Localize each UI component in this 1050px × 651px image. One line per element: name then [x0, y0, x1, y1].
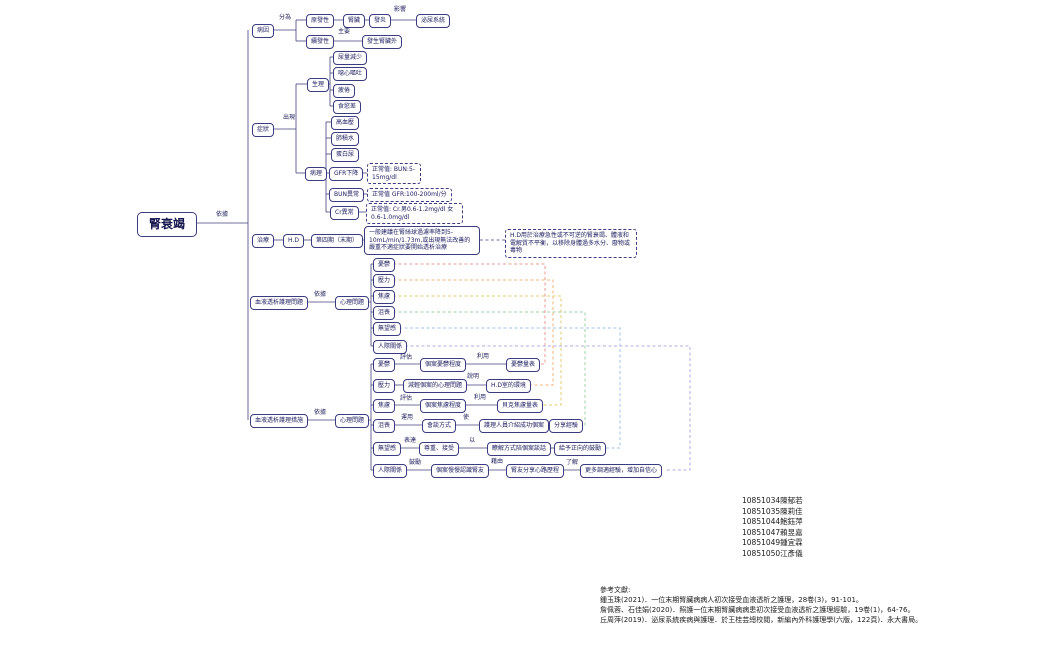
- credit-line: 10851044鮑鈺萍: [742, 517, 803, 526]
- node-respect-accept: 尊重、接受: [419, 442, 460, 456]
- credit-line: 10851047賴昱嘉: [742, 527, 803, 537]
- node-gfr-decline: GFR下降: [329, 167, 364, 181]
- node-hopelessness-problem: 無望感: [373, 322, 402, 336]
- reference-line: 鍾玉珠(2021)．一位末期腎臟病病人初次接受血液透析之護理，28卷(3)，91…: [600, 596, 863, 604]
- edge-label-basis-measures: 依據: [314, 409, 327, 416]
- edge-label-use-depression: 利用: [477, 353, 490, 360]
- node-symptoms: 症狀: [252, 123, 275, 137]
- relation-anxiety: [393, 295, 562, 406]
- edge-label-use-anxiety: 利用: [474, 394, 487, 401]
- edge-label-affects: 影響: [394, 6, 407, 13]
- edge-label-encourage: 鼓勵: [409, 459, 422, 466]
- node-hopelessness-measure: 無望感: [373, 442, 402, 456]
- note-cr-normal: 正常值: Cr.男0.6-1.2mg/dl 女0.6-1.0mg/dl: [366, 203, 463, 224]
- note-gfr-normal: 正常值 GFR:100-200ml/分: [367, 188, 452, 202]
- edge-label-assess-anxiety: 評估: [400, 395, 413, 402]
- node-assess-anxiety-level: 個案焦慮程度: [420, 399, 467, 413]
- node-urinary-system: 泌尿系統: [416, 14, 451, 28]
- node-dialysis-indication: 一般建議在腎絲球過濾率降到5-10mL/min/1.73m,或出現無法改善的嚴重…: [364, 226, 480, 255]
- edge-label-understand: 了解: [566, 459, 579, 466]
- relation-hopelessness: [399, 327, 621, 449]
- node-beck-anxiety-scale: 貝克焦慮量表: [497, 399, 544, 413]
- node-stress-measure: 壓力: [373, 379, 396, 393]
- node-understanding-talk: 瞭解方式陪個案談話: [487, 442, 552, 456]
- node-proteinuria: 蛋白尿: [331, 148, 360, 162]
- references-block: 參考文獻: 鍾玉珠(2021)．一位末期腎臟病病人初次接受血液透析之護理，28卷…: [600, 585, 922, 625]
- relation-stress: [393, 279, 554, 386]
- node-hd: H.D: [283, 234, 304, 248]
- edge-label-express: 表達: [404, 437, 417, 444]
- node-occurs-outside-kidney: 發生腎臟外: [362, 35, 403, 49]
- node-etiology: 病因: [252, 24, 275, 38]
- relation-depression: [393, 263, 546, 365]
- reference-line: 丘周萍(2019)．泌尿系統疾病與護理．於王桂芸總校閱，新編內外科護理學(六版，…: [600, 616, 923, 624]
- node-depression-measure: 憂鬱: [373, 358, 396, 372]
- node-interview-method: 會談方式: [422, 419, 457, 433]
- node-reduce-psych-problem: 減輕個案的心理問題: [403, 379, 468, 393]
- node-positive-encouragement: 給予正向的鼓勵: [554, 442, 607, 456]
- node-depression-scale: 憂鬱量表: [506, 358, 541, 372]
- edge-label-make: 使: [463, 414, 470, 421]
- node-nausea-vomiting: 噁心嘔吐: [333, 67, 368, 81]
- node-relationships-measure: 人際關係: [373, 464, 408, 478]
- node-stage-four: 第四期（末期）: [311, 234, 364, 248]
- edge-label-divided-into: 分為: [279, 14, 292, 21]
- node-hd-nursing-measures: 血液透析護理措施: [250, 414, 309, 428]
- node-know-kidney-friends: 個案慢慢認識腎友: [431, 464, 490, 478]
- node-pulmonary-edema: 肺積水: [331, 132, 360, 146]
- credit-line: 10851050江彥儀: [742, 548, 803, 558]
- node-friends-share-journey: 腎友分享心路歷程: [506, 464, 565, 478]
- node-hd-nursing-problems: 血液透析護理問題: [250, 296, 309, 310]
- node-fatigue: 疲倦: [333, 84, 356, 98]
- node-anxiety-measure: 焦慮: [373, 399, 396, 413]
- node-psych-problems-measures: 心理問題: [335, 414, 370, 428]
- node-hypertension: 高血壓: [331, 116, 360, 130]
- note-bun-normal: 正常值: BUN:5-15mg/dl: [367, 163, 421, 184]
- relation-relationships: [405, 345, 691, 471]
- relation-frustration: [393, 311, 586, 426]
- edge-label-mainly: 主要: [338, 28, 351, 35]
- node-treatment: 治療: [252, 234, 275, 248]
- credit-line: 10851035陳莉佳: [742, 506, 803, 516]
- edge-label-with: 以: [469, 437, 476, 444]
- edge-label-through: 藉由: [491, 458, 504, 465]
- node-more-adaptation: 更多調適經驗，增加自信心: [580, 464, 663, 478]
- credits-block: 10851034陳郁若 10851035陳莉佳 10851044鮑鈺萍 1085…: [742, 496, 803, 559]
- edge-label-apply: 運用: [401, 414, 414, 421]
- node-assess-depression-level: 個案憂鬱程度: [420, 358, 467, 372]
- references-heading: 參考文獻:: [600, 586, 631, 594]
- node-cr-abnormal: Cr異常: [330, 206, 359, 220]
- edge-label-root-basis: 依據: [216, 211, 229, 218]
- edge-label-assess-depression: 評估: [400, 354, 413, 361]
- node-relationships-problem: 人際關係: [373, 340, 408, 354]
- node-primary: 原發性: [306, 14, 335, 28]
- node-kidney: 腎臟: [343, 14, 366, 28]
- node-anxiety-problem: 焦慮: [373, 290, 396, 304]
- node-share-experience: 分享經驗: [549, 419, 584, 433]
- credit-line: 10851034陳郁若: [742, 496, 803, 505]
- root-kidney-failure: 腎衰竭: [137, 212, 198, 237]
- node-psych-problems: 心理問題: [335, 296, 370, 310]
- node-depression-problem: 憂鬱: [373, 258, 396, 272]
- node-oliguria: 尿量減少: [333, 51, 368, 65]
- node-pathological: 病理: [305, 167, 328, 181]
- node-stress-problem: 壓力: [373, 274, 396, 288]
- node-physiological: 生理: [307, 78, 330, 92]
- node-frustration-measure: 沮喪: [373, 419, 396, 433]
- note-hd-purpose: H.D用於治療急性或不可逆的腎衰竭、體液和電解質不平衡，以移除身體過多水分、廢物…: [505, 229, 637, 258]
- node-bun-abnormal: BUN異常: [329, 188, 364, 202]
- edge-label-basis-problems: 依據: [314, 291, 327, 298]
- reference-line: 詹佩蓉、石佳娟(2020)．照護一位末期腎臟病病患初次接受血液透析之護理經驗，1…: [600, 606, 915, 614]
- node-poor-appetite: 食慾差: [333, 100, 362, 114]
- node-nurse-introduce-success: 護理人員介紹成功個案: [479, 419, 550, 433]
- credit-line: 10851049鍾宜霖: [742, 538, 803, 547]
- node-hd-room-environment: H.D室的環境: [486, 379, 531, 393]
- node-inflammation: 發炎: [369, 14, 392, 28]
- node-frustration-problem: 沮喪: [373, 306, 396, 320]
- node-secondary: 續發性: [306, 35, 335, 49]
- edge-label-explain: 說明: [467, 373, 480, 380]
- edge-label-appears: 出現: [283, 114, 296, 121]
